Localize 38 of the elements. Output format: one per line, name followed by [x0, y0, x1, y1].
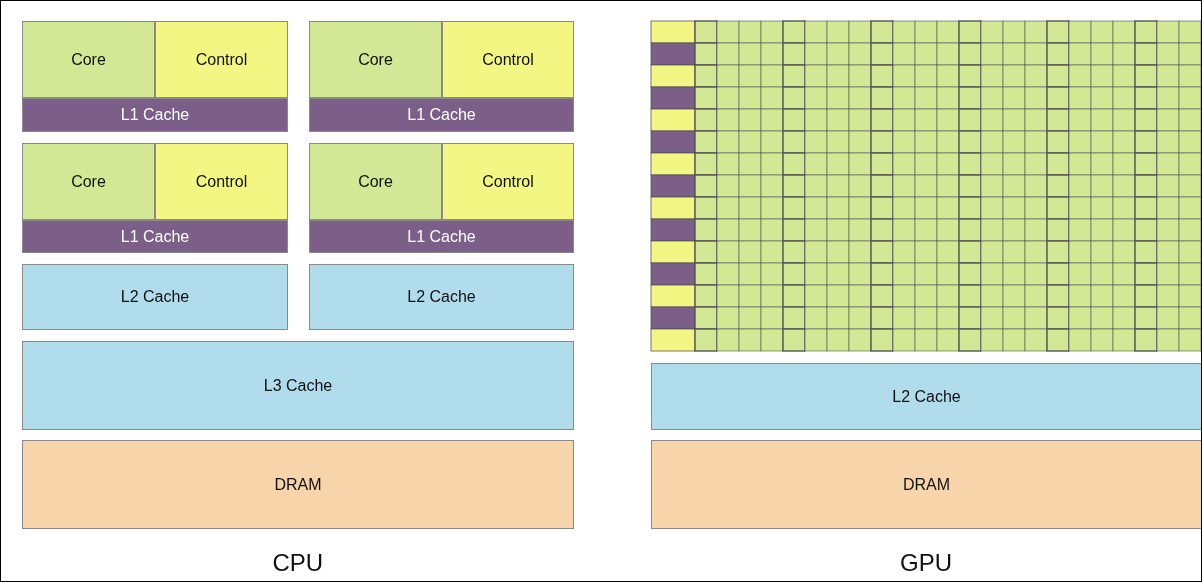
- block-label: Core: [358, 50, 393, 69]
- l1-cache-bar: [309, 98, 574, 132]
- block-label: L1 Cache: [120, 227, 190, 246]
- block-label: Control: [482, 172, 534, 191]
- dram-block: [22, 440, 574, 529]
- core-block: [22, 143, 155, 220]
- control-block: [442, 143, 574, 220]
- l2-cache-block: [22, 264, 288, 330]
- block-label: DRAM: [274, 475, 322, 494]
- l2-cache-block: [309, 264, 574, 330]
- block-label: Control: [195, 50, 248, 69]
- block-label: Control: [482, 50, 534, 69]
- block-label: L2 Cache: [892, 387, 961, 406]
- core-block: [309, 143, 442, 220]
- processor-label: CPU: [272, 549, 324, 577]
- control-block: [155, 143, 288, 220]
- block-label: Core: [71, 172, 106, 191]
- l1-cache-bar: [22, 220, 288, 253]
- block-label: L3 Cache: [263, 376, 333, 395]
- block-label: L1 Cache: [120, 106, 190, 124]
- control-block: [155, 21, 288, 98]
- core-block: [22, 21, 155, 98]
- l3-cache-block: [22, 341, 574, 430]
- block-label: Control: [195, 172, 248, 191]
- block-label: L1 Cache: [407, 106, 476, 124]
- l1-cache-bar: [309, 220, 574, 253]
- block-label: DRAM: [902, 475, 951, 494]
- control-block: [442, 21, 574, 98]
- l1-cache-bar: [22, 98, 288, 132]
- dram-block: [651, 440, 1201, 529]
- processor-label: GPU: [900, 549, 952, 577]
- block-label: L1 Cache: [407, 227, 476, 246]
- block-label: L2 Cache: [120, 288, 190, 306]
- block-label: Core: [71, 50, 106, 69]
- l2-cache-block: [651, 363, 1201, 430]
- block-label: Core: [358, 172, 393, 191]
- core-block: [309, 21, 442, 98]
- block-label: L2 Cache: [407, 288, 476, 306]
